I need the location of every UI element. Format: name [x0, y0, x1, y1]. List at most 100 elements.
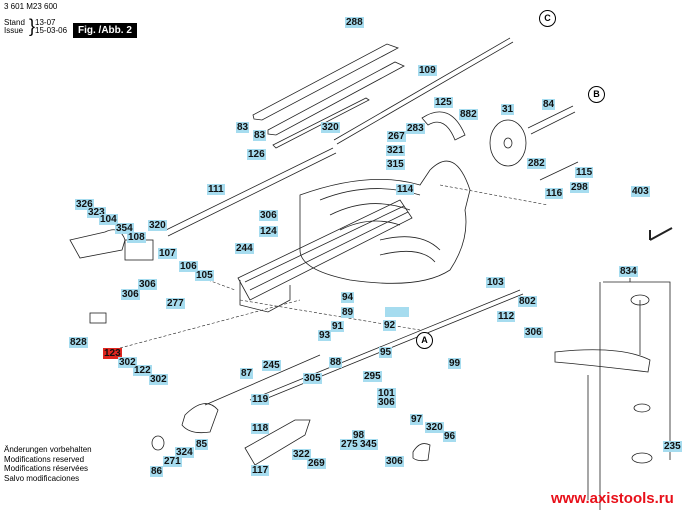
notice-es: Salvo modificaciones	[4, 473, 80, 483]
pin-115	[539, 161, 579, 181]
part-label[interactable]: 31	[501, 104, 515, 115]
part-label[interactable]: 89	[341, 307, 355, 318]
base-arm	[237, 199, 413, 313]
part-label[interactable]: 802	[518, 296, 537, 307]
part-label[interactable]: 116	[545, 188, 564, 199]
part-label[interactable]: 271	[163, 456, 182, 467]
turntable-base	[299, 160, 471, 284]
part-label[interactable]: 87	[240, 368, 254, 379]
part-label[interactable]: 354	[115, 223, 134, 234]
part-label[interactable]: 315	[386, 159, 405, 170]
part-label[interactable]: 403	[631, 186, 650, 197]
part-label[interactable]: 99	[448, 358, 462, 369]
part-label[interactable]: 118	[251, 423, 270, 434]
part-label[interactable]: 112	[497, 311, 516, 322]
bar-99	[249, 289, 521, 401]
part-label[interactable]: 126	[247, 149, 266, 160]
part-label[interactable]: 320	[425, 422, 444, 433]
arm-117	[244, 419, 311, 466]
part-label[interactable]: 115	[575, 167, 594, 178]
part-label[interactable]: 828	[69, 337, 88, 348]
notice-fr: Modifications réservées	[4, 464, 89, 473]
part-label[interactable]: 86	[150, 466, 164, 477]
part-label[interactable]: 324	[175, 447, 194, 458]
block-108	[124, 239, 154, 261]
part-label[interactable]: 106	[179, 261, 198, 272]
part-label[interactable]: 92	[383, 320, 397, 331]
part-label[interactable]: 108	[127, 232, 146, 243]
part-label[interactable]: 101	[377, 388, 396, 399]
part-label[interactable]: 882	[459, 109, 478, 120]
part-label[interactable]: 320	[148, 220, 167, 231]
part-label[interactable]: 111	[207, 184, 225, 195]
part-label[interactable]: 117	[251, 465, 270, 476]
part-label[interactable]: 306	[121, 289, 140, 300]
part-label[interactable]: 125	[434, 97, 453, 108]
part-label[interactable]: 306	[385, 456, 404, 467]
part-label[interactable]: 107	[158, 248, 177, 259]
part-label[interactable]: 83	[236, 122, 250, 133]
part-label[interactable]: 298	[570, 182, 589, 193]
part-label[interactable]: 269	[307, 458, 326, 469]
part-label[interactable]: 288	[345, 17, 364, 28]
part-label-highlighted[interactable]: 123	[103, 348, 122, 359]
part-label[interactable]: 122	[133, 365, 152, 376]
part-label-blank[interactable]	[385, 307, 409, 317]
part-label[interactable]: 94	[341, 292, 355, 303]
bevel-scale-125	[421, 111, 466, 141]
part-label[interactable]: 322	[292, 449, 311, 460]
part-label[interactable]: 295	[363, 371, 382, 382]
rod-109	[333, 37, 511, 141]
part-label[interactable]: 326	[75, 199, 94, 210]
part-label[interactable]: 282	[527, 158, 546, 169]
part-label[interactable]: 320	[321, 122, 340, 133]
part-label[interactable]: 345	[359, 439, 378, 450]
part-label[interactable]: 109	[418, 65, 437, 76]
part-label[interactable]: 302	[149, 374, 168, 385]
part-label[interactable]: 93	[318, 330, 332, 341]
part-label[interactable]: 283	[406, 123, 425, 134]
part-label[interactable]: 95	[379, 347, 393, 358]
part-label[interactable]: 834	[619, 266, 638, 277]
part-label[interactable]: 306	[524, 327, 543, 338]
ring-86	[151, 435, 165, 451]
part-label[interactable]: 84	[542, 99, 556, 110]
part-label[interactable]: 235	[663, 441, 682, 452]
knob-96	[412, 443, 431, 462]
part-label[interactable]: 119	[251, 394, 270, 405]
document-number: 3 601 M23 600	[4, 2, 58, 11]
strip-126	[272, 97, 370, 149]
part-label[interactable]: 114	[396, 184, 415, 195]
clamp-arm	[554, 349, 651, 373]
part-label[interactable]: 321	[386, 145, 405, 156]
part-label[interactable]: 91	[331, 321, 345, 332]
part-label[interactable]: 302	[118, 357, 137, 368]
part-label[interactable]: 98	[352, 430, 366, 441]
part-label[interactable]: 97	[410, 414, 424, 425]
part-label[interactable]: 305	[303, 373, 322, 384]
part-label[interactable]: 88	[329, 357, 343, 368]
part-label[interactable]: 306	[259, 210, 278, 221]
part-label[interactable]: 267	[387, 131, 406, 142]
lever-104	[69, 229, 126, 259]
notice-en: Modifications reserved	[4, 454, 85, 464]
part-label[interactable]: 323	[87, 207, 106, 218]
part-label[interactable]: 85	[195, 439, 209, 450]
issue-value: 15-03-06	[35, 26, 68, 35]
callout-b: B	[588, 86, 605, 103]
part-label[interactable]: 96	[443, 431, 457, 442]
part-label[interactable]: 306	[138, 279, 157, 290]
part-label[interactable]: 306	[377, 397, 396, 408]
part-label[interactable]: 105	[195, 270, 214, 281]
part-label[interactable]: 104	[99, 214, 118, 225]
knob-85	[181, 403, 219, 434]
website-link[interactable]: www.axistools.ru	[551, 490, 674, 507]
modifications-notice: Änderungen vorbehalten Modifications res…	[4, 445, 92, 483]
part-label[interactable]: 245	[262, 360, 281, 371]
part-label[interactable]: 275	[340, 439, 359, 450]
part-label[interactable]: 277	[166, 298, 185, 309]
part-label[interactable]: 244	[235, 243, 254, 254]
part-label[interactable]: 83	[253, 130, 267, 141]
part-label[interactable]: 103	[486, 277, 505, 288]
part-label[interactable]: 124	[259, 226, 278, 237]
